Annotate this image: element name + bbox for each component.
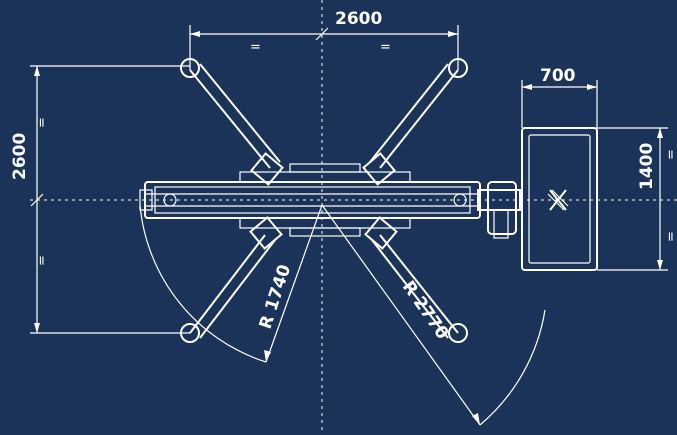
top-right-equal-mark: = (380, 40, 391, 55)
left-upper-equal-mark: = (35, 117, 50, 128)
radius-2770-leader (321, 204, 481, 426)
pad-top-left (180, 58, 200, 78)
platform-lower-equal-mark: = (664, 231, 677, 242)
pad-top-right (448, 58, 468, 78)
top-dimension: 2600 = = (189, 9, 459, 70)
pad-bottom-left (180, 323, 200, 343)
platform-height-dimension: 1400 = = (597, 127, 677, 271)
platform-upper-equal-mark: = (664, 149, 677, 160)
platform-height-label: 1400 (637, 143, 657, 190)
power-unit (477, 181, 521, 239)
left-lower-equal-mark: = (35, 255, 50, 266)
radius-1740-arc (139, 204, 267, 363)
control-platform (521, 127, 598, 271)
platform-width-dimension: 700 (521, 66, 598, 128)
lift-column (139, 163, 481, 237)
platform-x-icon (547, 189, 569, 211)
left-dimension: 2600 = = (10, 65, 190, 334)
arm-pads (180, 58, 468, 343)
radius-1740-leader (265, 204, 323, 363)
platform-width-label: 700 (540, 66, 576, 86)
top-left-equal-mark: = (250, 40, 261, 55)
pad-bottom-right (448, 323, 468, 343)
lift-arms (189, 63, 459, 339)
top-width-label: 2600 (335, 9, 382, 29)
arm-pivots (249, 152, 398, 250)
left-height-label: 2600 (10, 133, 30, 180)
radius-2770-arc (479, 309, 546, 426)
